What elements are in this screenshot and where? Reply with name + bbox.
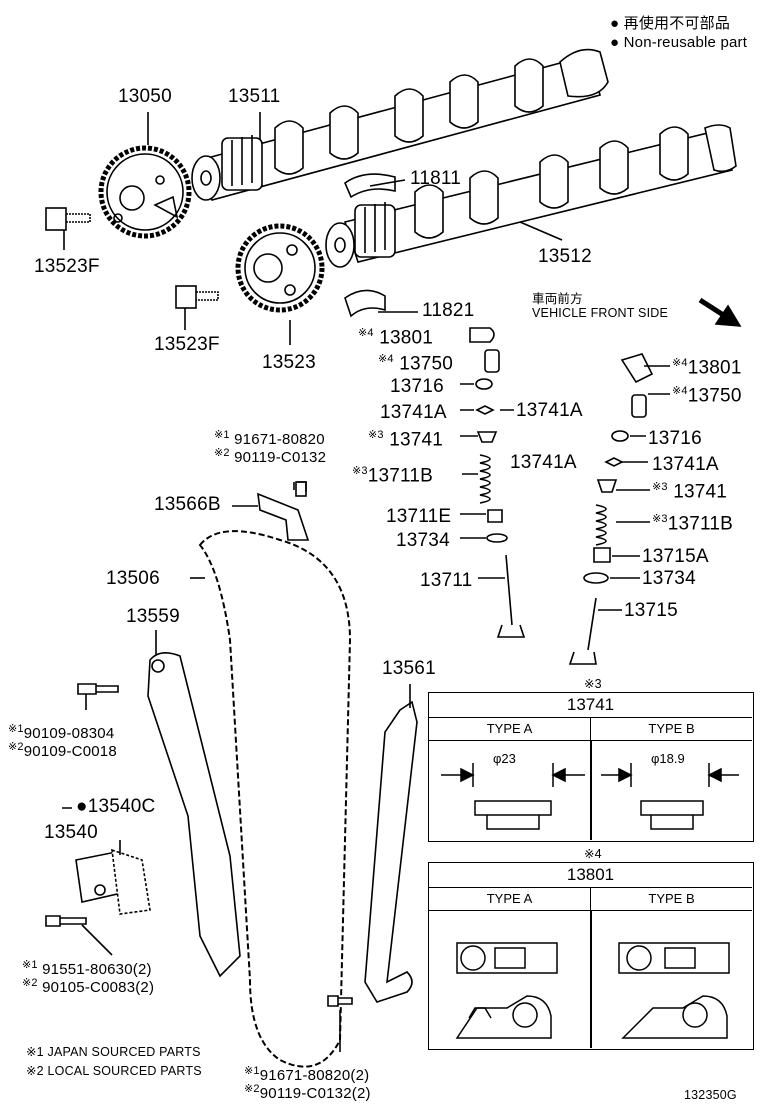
bolt-13523F-b	[175, 285, 219, 309]
part-label-13741-right: ※3 13741	[652, 481, 728, 503]
part-label: 13734	[642, 568, 696, 589]
table-divider	[590, 911, 592, 1048]
valve-stack-right	[568, 353, 654, 665]
table-13801: 13801 TYPE A TYPE B	[428, 862, 754, 1050]
legend-en: ● Non-reusable part	[610, 34, 748, 51]
part-label: 13711E	[386, 506, 452, 527]
part-label-13750-right: ※413750	[672, 385, 742, 407]
tensioner-13540	[75, 848, 151, 915]
chain-slipper-13559	[147, 652, 241, 978]
note-13801: ※4	[584, 847, 602, 861]
bolt-label-4b: ※290119-C0132(2)	[244, 1083, 371, 1102]
bolt-label-3b: ※2 90105-C0083(2)	[22, 977, 155, 996]
part-label: 13523F	[34, 256, 100, 277]
part-label: 13561	[382, 658, 436, 679]
footnote-2: ※2 LOCAL SOURCED PARTS	[26, 1064, 202, 1078]
bullet-icon: ●	[76, 796, 88, 817]
part-label-13801-left: ※4 13801	[358, 327, 434, 349]
bolt-label-1b: ※2 90119-C0132	[214, 447, 327, 466]
vehicle-front-en: VEHICLE FRONT SIDE	[532, 306, 669, 320]
dimension-label-b: φ18.9	[651, 751, 685, 766]
part-label: 13523F	[154, 334, 220, 355]
table-col-type-b: TYPE B	[591, 718, 752, 741]
chain-guide-13561	[364, 700, 418, 1003]
legend-jp: ● 再使用不可部品	[610, 15, 731, 32]
bolt-label-2b: ※290109-C0018	[8, 741, 117, 760]
bolt-label-1a: ※1 91671-80820	[214, 429, 325, 448]
part-label: 11811	[410, 168, 462, 189]
retainer-drawings	[441, 763, 739, 830]
vehicle-front-jp: 車両前方	[532, 292, 583, 306]
part-label-13711B-right: ※313711B	[652, 513, 734, 535]
part-label: 13715	[624, 600, 678, 621]
bolt-label-2a: ※190109-08304	[8, 723, 115, 742]
bearing-11821	[344, 289, 386, 318]
bullet-icon: ●	[610, 34, 620, 51]
part-label: 13711	[420, 570, 473, 591]
dimension-label-a: φ23	[493, 751, 516, 766]
part-label: 13734	[396, 530, 450, 551]
part-label-13540C: ●13540C	[76, 796, 156, 817]
part-label: 13716	[390, 376, 444, 397]
part-label: 11821	[422, 300, 475, 321]
table-title: 13741	[429, 693, 752, 718]
figure-id: 132350G	[684, 1088, 737, 1102]
part-label: 13741A	[510, 452, 577, 473]
camshaft-13512	[325, 124, 737, 268]
part-label-13801-right: ※413801	[672, 357, 742, 379]
part-label: 13559	[126, 606, 180, 627]
bullet-icon: ●	[610, 15, 620, 32]
part-label: 13050	[118, 86, 172, 107]
table-col-type-a: TYPE A	[429, 888, 591, 911]
part-label: 13716	[648, 428, 702, 449]
timing-chain-13506	[198, 530, 352, 1068]
part-label: 13512	[538, 246, 592, 267]
table-title: 13801	[429, 863, 752, 888]
mark-label: ※3	[584, 677, 602, 691]
bolt-label-3a: ※1 91551-80630(2)	[22, 959, 152, 978]
table-col-type-b: TYPE B	[591, 888, 752, 911]
table-13741: 13741 TYPE A TYPE B φ23 φ18.9	[428, 692, 754, 842]
part-label: 13540	[44, 822, 98, 843]
rocker-arm-drawings	[455, 942, 730, 1039]
sprocket-13523	[235, 223, 325, 313]
vvt-sprocket-13050	[98, 145, 192, 239]
part-label: 13511	[228, 86, 281, 107]
part-label: 13506	[106, 568, 160, 589]
part-label-13750-left: ※4 13750	[378, 353, 454, 375]
part-label-13711B-left: ※313711B	[352, 465, 434, 487]
table-col-type-a: TYPE A	[429, 718, 591, 741]
part-label: 13741A	[380, 402, 447, 423]
part-label: 13523	[262, 352, 316, 373]
part-label: 13741A	[652, 454, 719, 475]
footnote-1: ※1 JAPAN SOURCED PARTS	[26, 1045, 201, 1059]
bolt-13523F-a	[45, 207, 91, 231]
table-divider	[590, 741, 592, 840]
valve-stack-left	[469, 327, 526, 638]
camshaft-13511	[191, 48, 609, 201]
part-label: 13715A	[642, 546, 709, 567]
part-label-13741-left: ※3 13741	[368, 429, 444, 451]
bolt-label-4a: ※191671-80820(2)	[244, 1065, 370, 1084]
part-label: 13566B	[154, 494, 221, 515]
chain-damper-13566B	[257, 481, 310, 541]
part-label: 13741A	[516, 400, 583, 421]
